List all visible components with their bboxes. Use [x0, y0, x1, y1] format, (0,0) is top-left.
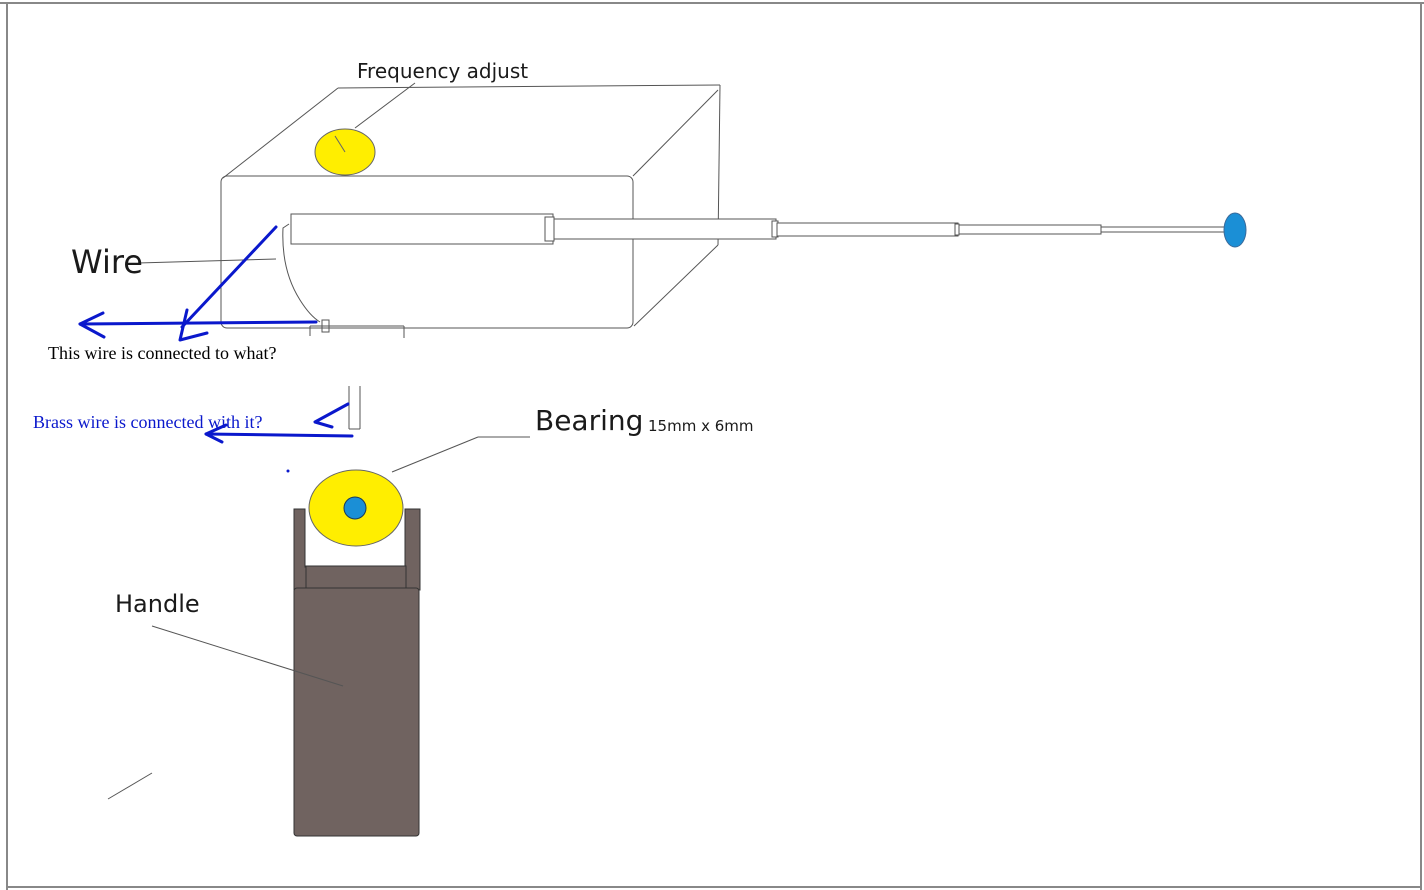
- oscillator-box: [220, 84, 721, 329]
- antenna-tip-ball: [1223, 212, 1247, 248]
- box-front-face: [220, 175, 634, 329]
- frequency-knob-pointer: [334, 135, 346, 153]
- terminal-connector: [309, 319, 405, 338]
- antenna-segment-2: [553, 218, 777, 240]
- question-brass-label: Brass wire is connected with it?: [33, 412, 262, 432]
- arrow-from-wire: [180, 225, 278, 329]
- box-edge-back-right: [717, 84, 721, 246]
- frequency-leader-line: [354, 82, 416, 129]
- antenna-segment-5: [1100, 226, 1227, 233]
- annotation-dot: [286, 469, 290, 473]
- handle-label: Handle: [115, 590, 200, 618]
- wire-leader-line: [137, 258, 277, 264]
- frequency-adjust-label: Frequency adjust: [357, 59, 528, 83]
- annotation-arrows: [78, 225, 354, 444]
- arrow-left-main-head: [78, 311, 106, 339]
- arrow-left-main: [78, 320, 318, 326]
- handle-assembly: [293, 508, 421, 837]
- wire-label: Wire: [71, 243, 143, 281]
- box-edge-bottom-right: [633, 244, 719, 327]
- question-wire-label: This wire is connected to what?: [48, 343, 276, 363]
- antenna-segment-3: [776, 222, 959, 237]
- arrow-brass-left: [204, 432, 354, 438]
- box-edge-top-left: [222, 87, 339, 179]
- bearing-leader-line: [391, 436, 479, 473]
- antenna-segment-4: [958, 224, 1102, 235]
- box-edge-top-back: [337, 84, 721, 89]
- arrow-brass-left-head: [204, 423, 228, 444]
- antenna-collar-1: [544, 216, 555, 242]
- arrow-to-brass-question: [313, 402, 350, 429]
- box-edge-top-right: [632, 89, 719, 177]
- arrow-from-wire-head: [178, 308, 209, 342]
- antenna-collar-3: [954, 223, 960, 236]
- handle-crossbar: [305, 565, 407, 589]
- bearing-hub: [343, 496, 367, 520]
- bearing-size-label: 15mm x 6mm: [648, 417, 754, 435]
- bearing-label: Bearing: [535, 404, 643, 437]
- handle-body: [293, 587, 420, 837]
- internal-wire: [282, 223, 321, 323]
- antenna-segment-1: [290, 213, 554, 245]
- handle-leader-line: [151, 625, 344, 687]
- stray-line: [107, 772, 153, 800]
- telescopic-antenna: [290, 213, 1227, 245]
- brass-wire-rod: [348, 386, 361, 430]
